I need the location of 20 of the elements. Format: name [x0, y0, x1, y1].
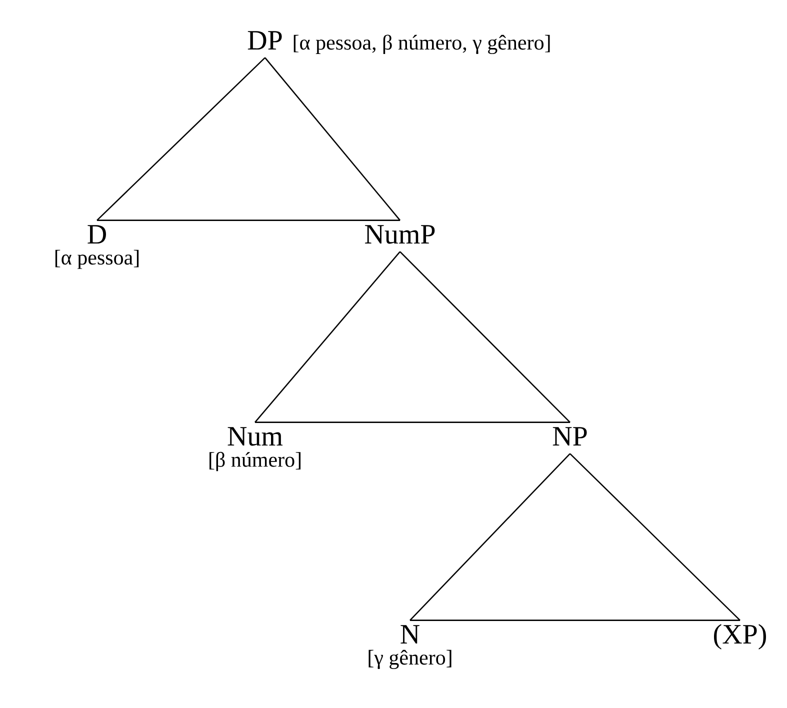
tree-branch	[96, 57, 266, 221]
tree-branch	[400, 251, 570, 423]
tree-label: NP	[552, 427, 587, 446]
feature-label: [α pessoa]	[55, 250, 139, 269]
tree-branch	[410, 453, 570, 621]
feature-label: [β número]	[210, 452, 300, 472]
tree-label: Num	[228, 427, 283, 446]
feature-label: [γ gênero]	[368, 650, 452, 670]
tree-label: DP	[248, 31, 282, 50]
tree-branch	[97, 220, 400, 221]
tree-branch	[254, 251, 400, 423]
tree-label: (XP)	[714, 624, 766, 650]
tree-branch	[255, 422, 570, 423]
feature-label: [α pessoa, β número, γ gênero]	[294, 34, 550, 54]
tree-branch	[410, 620, 740, 621]
tree-branch	[264, 57, 400, 221]
tree-label: D	[88, 225, 106, 244]
tree-label: NumP	[365, 225, 435, 244]
tree-label: N	[400, 625, 420, 644]
tree-branch	[570, 453, 740, 621]
